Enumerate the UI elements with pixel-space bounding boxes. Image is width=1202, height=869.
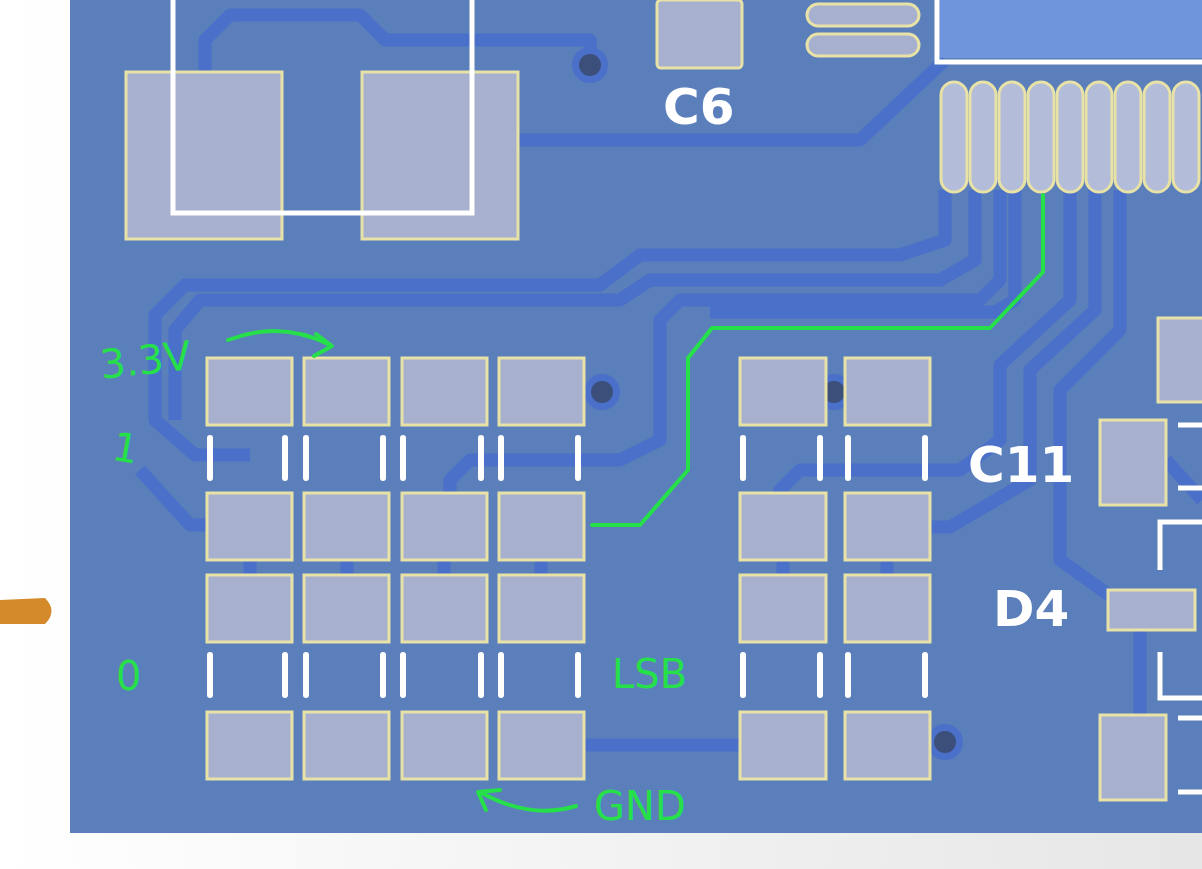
vias xyxy=(572,47,963,760)
connector-fingers xyxy=(941,82,1199,192)
part-designator: C11 xyxy=(968,440,1074,490)
probe-tip xyxy=(0,598,52,624)
silkscreen xyxy=(173,0,1202,792)
board xyxy=(70,0,1202,833)
net-annotation: 3.3V xyxy=(98,335,193,384)
bit-annotation: 0 xyxy=(116,656,141,696)
net-annotation: GND xyxy=(594,786,686,826)
silk-pin-marks xyxy=(210,438,925,695)
part-designator: D4 xyxy=(993,584,1069,634)
traces xyxy=(140,15,1202,745)
annotation-strokes xyxy=(228,195,1043,811)
smd-pads xyxy=(126,0,1202,800)
part-designator: C6 xyxy=(663,82,734,132)
bit-annotation: LSB xyxy=(612,654,687,694)
